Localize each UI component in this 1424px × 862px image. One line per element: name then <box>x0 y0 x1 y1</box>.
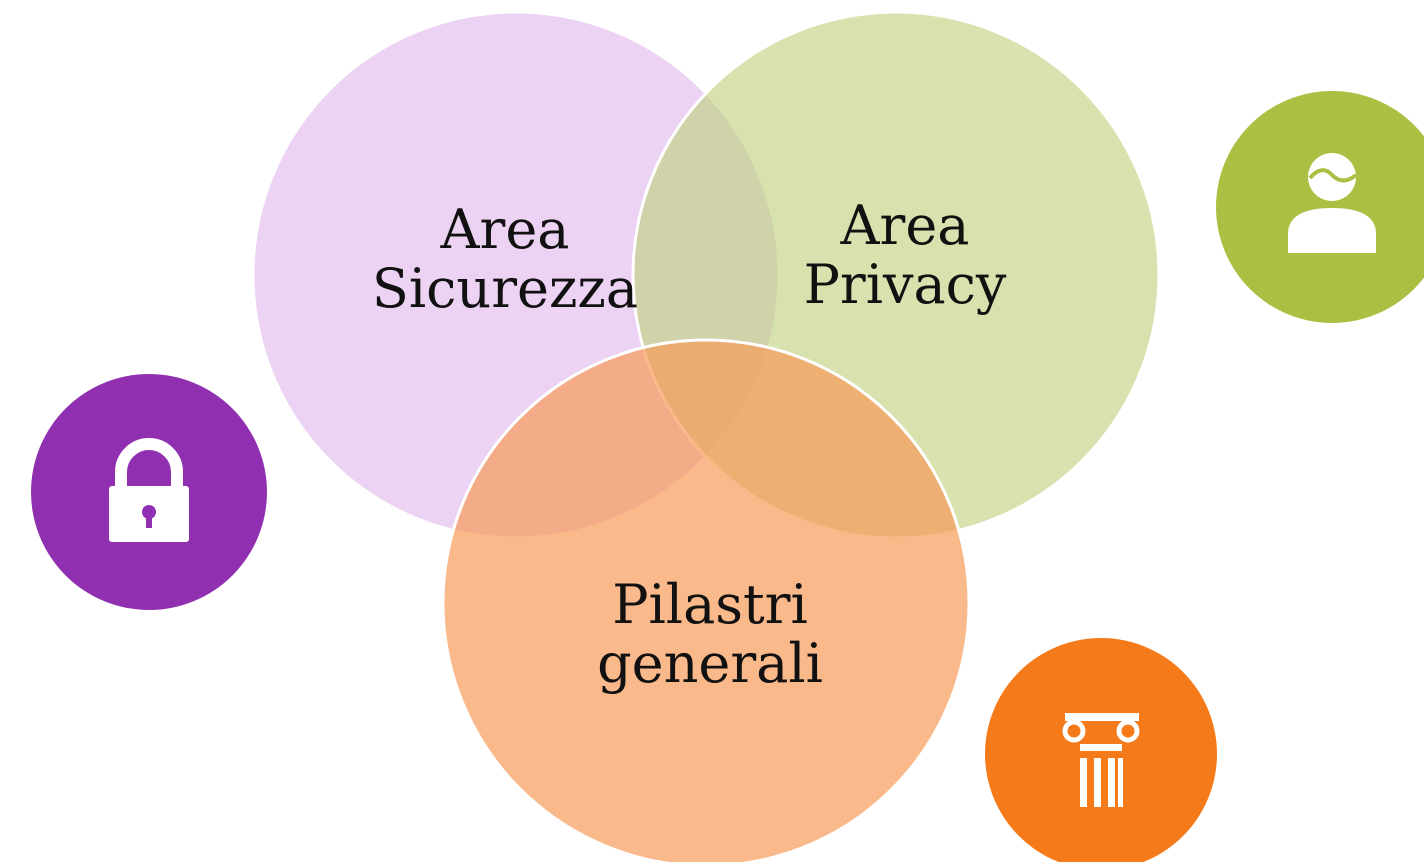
label-area-sicurezza-line1: Area <box>440 198 570 261</box>
person-badge <box>1216 91 1424 323</box>
label-pilastri-generali-line1: Pilastri <box>612 573 808 636</box>
label-area-sicurezza-line2: Sicurezza <box>371 257 639 320</box>
person-icon <box>1288 153 1376 253</box>
label-area-privacy-line2: Privacy <box>803 253 1007 316</box>
lock-icon <box>109 438 189 542</box>
column-icon <box>1062 713 1140 807</box>
label-area-privacy-line1: Area <box>840 194 970 257</box>
label-area-privacy: Area Privacy <box>755 196 1055 314</box>
lock-badge <box>31 374 267 610</box>
label-pilastri-generali: Pilastri generali <box>550 575 870 693</box>
column-badge <box>985 638 1217 862</box>
label-pilastri-generali-line2: generali <box>597 632 823 695</box>
label-area-sicurezza: Area Sicurezza <box>330 200 680 318</box>
circle-pilastri-generali <box>441 338 971 862</box>
